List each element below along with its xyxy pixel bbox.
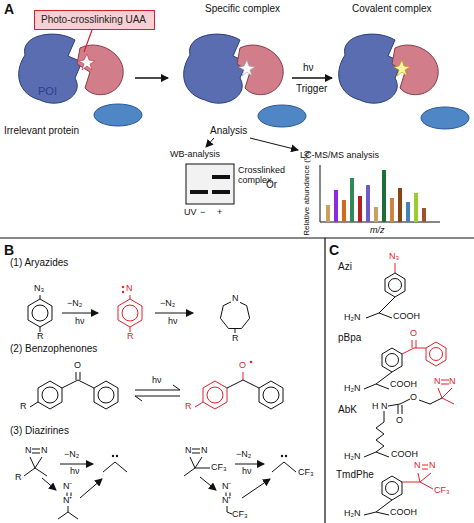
label: R <box>185 402 192 411</box>
label: Azi <box>338 262 352 272</box>
label: CF₃ <box>232 510 248 519</box>
label: hν <box>70 467 80 476</box>
label: N⁺ <box>63 496 73 505</box>
label: H₂N <box>344 384 361 393</box>
label: H₂N <box>344 509 361 518</box>
label: N⁺ <box>222 496 232 505</box>
label: AbK <box>338 405 357 415</box>
label: Irrelevant protein <box>4 126 79 136</box>
label: − <box>200 208 205 217</box>
label: N <box>185 446 192 455</box>
label: N₃ <box>34 284 44 293</box>
label: + <box>217 208 222 217</box>
label: COOH <box>393 312 420 321</box>
label: N <box>429 461 436 470</box>
label: Trigger <box>296 84 327 94</box>
label: O <box>410 329 417 338</box>
label: (1) Aryazides <box>10 258 68 268</box>
label: N⁻ <box>222 482 232 491</box>
label: hν <box>242 467 252 476</box>
label: CF₃ <box>434 486 450 495</box>
label: −N₂ <box>236 450 251 459</box>
label: N <box>41 446 48 455</box>
label: −N₂ <box>64 450 79 459</box>
label: R <box>15 473 22 482</box>
label: −N₂ <box>160 299 175 308</box>
label: hν <box>303 63 314 73</box>
label: COOH <box>391 450 418 459</box>
label: COOH <box>390 380 417 389</box>
label: CF₃ <box>298 468 314 477</box>
label: Analysis <box>210 126 247 136</box>
label: Or <box>266 180 277 190</box>
label: H₂N <box>344 313 361 322</box>
label: CF₃ <box>211 463 227 472</box>
label: COOH <box>390 508 417 517</box>
label: N <box>201 446 208 455</box>
label: N₃ <box>389 252 399 261</box>
label: hν <box>75 317 85 326</box>
label: N <box>126 284 133 293</box>
label: UV <box>184 208 197 217</box>
panel-letter: A <box>4 2 14 16</box>
label: O <box>396 416 403 425</box>
label: N <box>25 446 32 455</box>
box-text: Photo-crosslinking UAA <box>41 14 148 25</box>
label: O <box>410 393 417 402</box>
label: −N₂ <box>67 299 82 308</box>
label: Relative abundance (%) <box>303 150 311 235</box>
label: R <box>127 332 134 341</box>
label: H <box>372 402 379 411</box>
label: N <box>434 377 441 386</box>
label: R <box>232 334 239 343</box>
label: N⁻ <box>63 482 73 491</box>
label: POI <box>38 86 57 97</box>
label: (2) Benzophenones <box>10 344 97 354</box>
callout-box: Photo-crosslinking UAA <box>34 10 155 30</box>
label: hν <box>168 317 178 326</box>
label: TmdPhe <box>336 470 374 480</box>
label: WB-analysis <box>170 150 220 159</box>
label: N <box>231 294 240 303</box>
label: R <box>37 332 44 341</box>
label: Covalent complex <box>352 4 431 14</box>
label: H₂N <box>344 452 361 461</box>
label: m/z <box>370 226 385 235</box>
label: N <box>449 377 456 386</box>
label: N <box>414 461 421 470</box>
label: N <box>381 402 388 411</box>
label: hν <box>152 376 162 385</box>
label: R <box>20 402 27 411</box>
label: LC-MS/MS analysis <box>300 151 379 160</box>
label: pBpa <box>338 333 361 343</box>
label: O <box>74 361 81 370</box>
label: (3) Diazirines <box>10 426 69 436</box>
label: O <box>239 361 246 370</box>
panel-letter: C <box>329 243 339 257</box>
label: Specific complex <box>205 4 280 14</box>
panel-letter: B <box>4 243 14 257</box>
